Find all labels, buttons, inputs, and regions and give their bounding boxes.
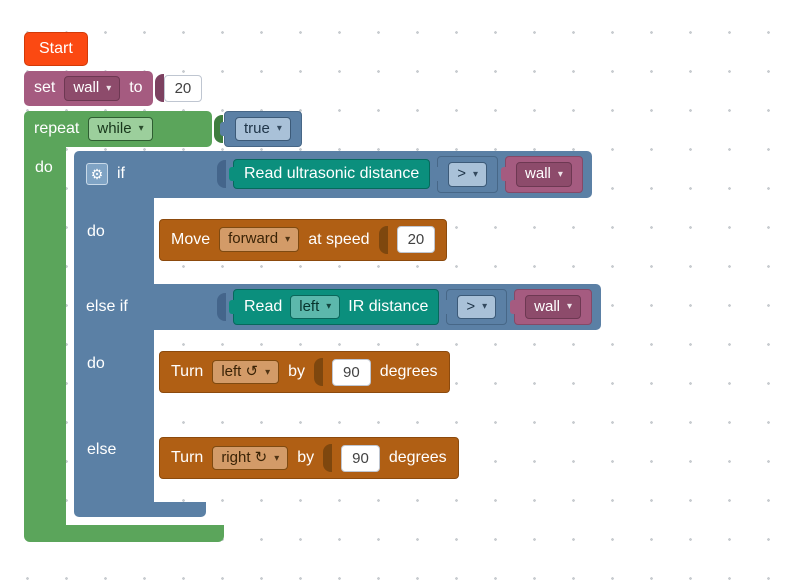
else-statements: Turn right ↻ by 90 degrees [159, 416, 459, 502]
turn-label: Turn [171, 363, 204, 380]
read-ultrasonic-block[interactable]: Read ultrasonic distance [233, 159, 431, 190]
turn-direction-dropdown[interactable]: right ↻ [212, 445, 289, 471]
repeat-header: repeat while true [24, 110, 601, 147]
by-label: by [288, 363, 305, 380]
degrees-label: degrees [388, 449, 447, 466]
repeat-header-body: repeat while [24, 110, 212, 147]
turn-direction-dropdown[interactable]: left ↺ [212, 359, 280, 385]
degrees-label: degrees [379, 363, 438, 380]
repeat-do-column: do [24, 147, 66, 525]
wall-variable-dropdown[interactable]: wall [516, 162, 572, 187]
elseif-label: else if [86, 297, 128, 315]
condition-socket [214, 114, 223, 143]
repeat-mode-dropdown[interactable]: while [88, 116, 153, 141]
wall-variable-dropdown[interactable]: wall [64, 76, 121, 101]
comparison-block[interactable]: > [446, 288, 508, 325]
speed-socket [378, 225, 388, 254]
number-shadow-block[interactable]: 90 [341, 444, 380, 472]
ultrasonic-sensor-label: Read ultrasonic distance [244, 165, 420, 183]
read-ir-block[interactable]: Read left IR distance [233, 288, 440, 325]
else-label: else [87, 441, 117, 458]
do-statements: Move forward at speed 20 [159, 198, 448, 284]
wall-variable-block[interactable]: wall [514, 288, 593, 325]
read-label: Read [244, 297, 283, 315]
condition-socket [217, 160, 226, 189]
turn-label: Turn [171, 449, 204, 466]
comparison-block[interactable]: > [437, 156, 499, 193]
program-stack: Start set wall to 20 repeat while true [24, 32, 602, 542]
if-header-left: ⚙ if [83, 163, 211, 186]
turn-left-block[interactable]: Turn left ↺ by 90 degrees [159, 351, 450, 393]
repeat-body: do ⚙ if Read ultrasonic [24, 147, 602, 525]
gear-icon[interactable]: ⚙ [86, 163, 108, 186]
else-column: else [74, 416, 154, 502]
condition-socket [217, 292, 226, 321]
else-row: else Turn right ↻ by 90 degrees [74, 416, 601, 502]
at-speed-label: at speed [308, 230, 370, 248]
set-variable-block-body: set wall to [24, 71, 153, 106]
repeat-block-footer [24, 525, 224, 542]
wall-variable-dropdown[interactable]: wall [525, 294, 582, 319]
repeat-do-label: do [35, 159, 53, 176]
direction-dropdown[interactable]: forward [219, 227, 300, 252]
if-do-column: do [74, 197, 154, 284]
number-shadow-block[interactable]: 20 [396, 226, 436, 253]
if-header-row: ⚙ if Read ultrasonic distance > [74, 151, 592, 198]
do-label: do [87, 222, 105, 240]
elseif-do-row: do Turn left ↺ by 90 degrees [74, 330, 601, 416]
operator-dropdown[interactable]: > [457, 294, 497, 319]
set-variable-block[interactable]: set wall to 20 [24, 71, 601, 106]
by-label: by [297, 449, 315, 466]
elseif-header-left: else if [83, 298, 211, 316]
elseif-header-row: else if Read left IR distance > [74, 283, 602, 330]
angle-socket [323, 444, 333, 472]
wall-variable-block[interactable]: wall [505, 156, 583, 193]
if-do-row: do Move forward at speed 20 [74, 197, 601, 284]
if-block[interactable]: ⚙ if Read ultrasonic distance > [74, 151, 602, 517]
if-block-footer [74, 502, 206, 517]
repeat-do-statements: ⚙ if Read ultrasonic distance > [74, 147, 602, 525]
boolean-value-dropdown[interactable]: true [235, 116, 291, 141]
set-label: set [34, 79, 56, 97]
repeat-label: repeat [34, 119, 80, 137]
do-label: do [87, 355, 105, 372]
do-statements: Turn left ↺ by 90 degrees [159, 330, 450, 416]
start-block[interactable]: Start [24, 32, 88, 66]
operator-dropdown[interactable]: > [448, 162, 488, 187]
move-block[interactable]: Move forward at speed 20 [159, 218, 448, 261]
value-socket [154, 74, 164, 103]
to-label: to [129, 79, 143, 97]
elseif-do-column: do [74, 330, 154, 416]
ir-side-dropdown[interactable]: left [290, 294, 341, 319]
if-label: if [117, 165, 125, 183]
turn-right-block[interactable]: Turn right ↻ by 90 degrees [159, 437, 459, 479]
repeat-while-block[interactable]: repeat while true do [24, 110, 602, 542]
number-shadow-block[interactable]: 90 [332, 358, 371, 386]
ir-sensor-label: IR distance [348, 297, 429, 315]
move-label: Move [171, 230, 211, 248]
angle-socket [314, 358, 323, 386]
boolean-true-block[interactable]: true [224, 110, 302, 147]
number-shadow-block[interactable]: 20 [163, 74, 203, 102]
